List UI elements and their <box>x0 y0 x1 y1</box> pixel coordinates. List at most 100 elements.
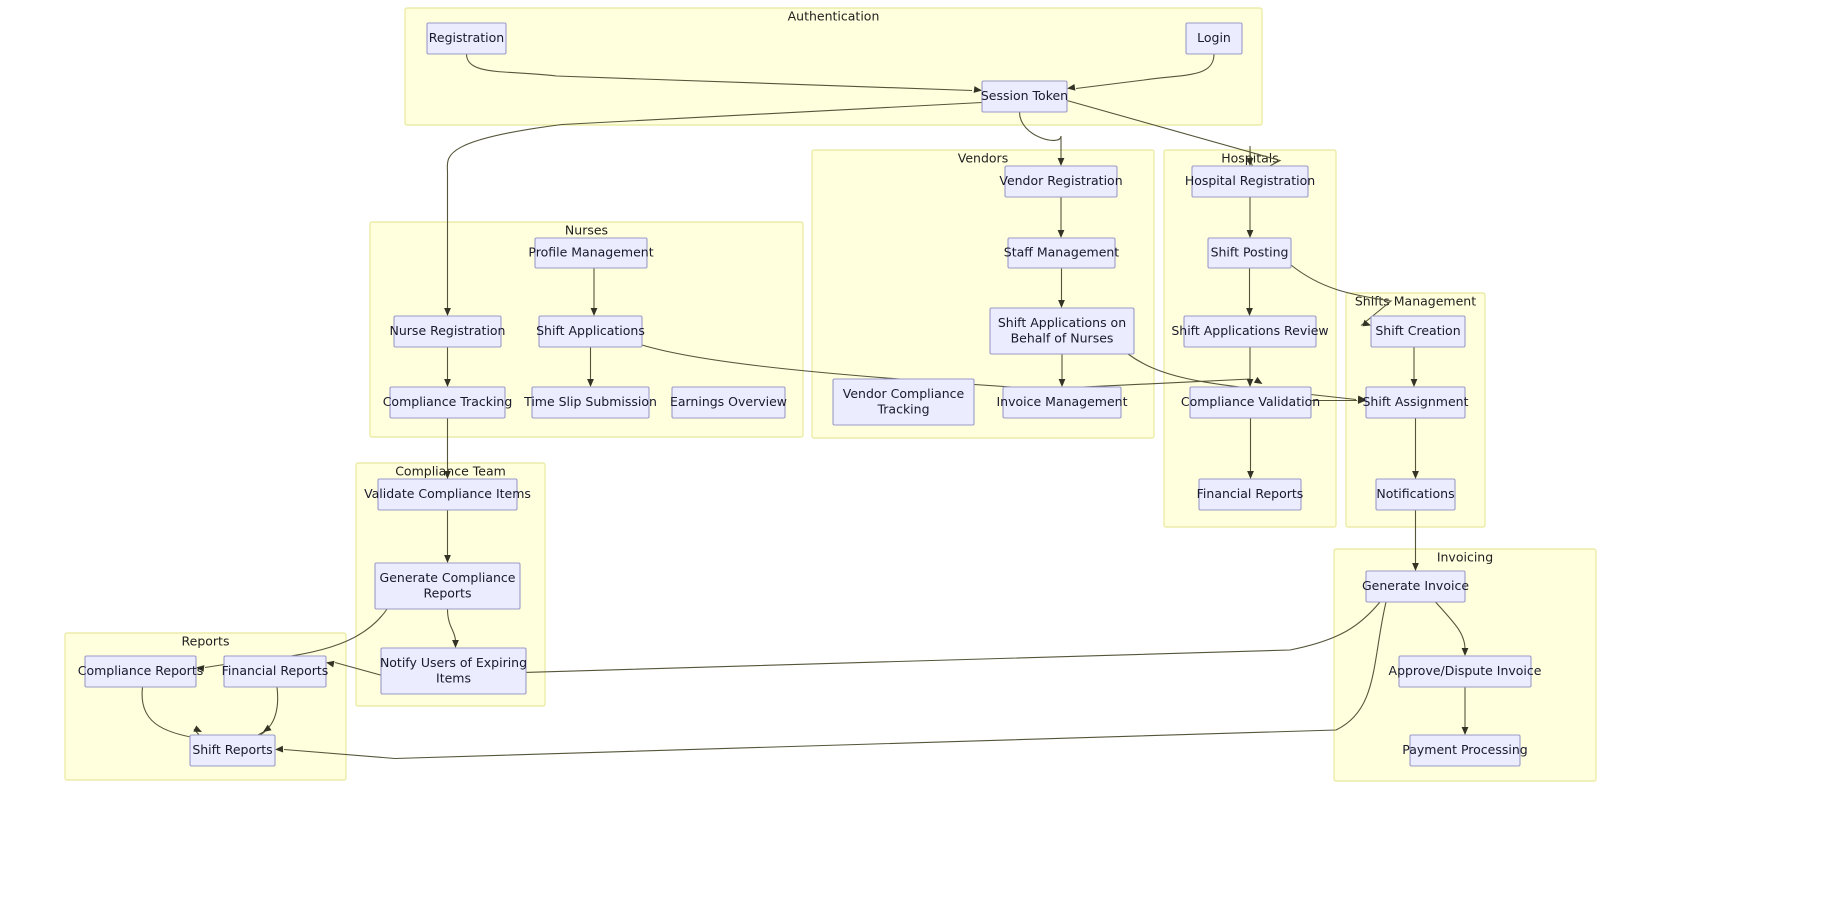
node-compliance_reports[interactable]: Compliance Reports <box>78 655 204 688</box>
node-label: Shift Assignment <box>1363 394 1469 409</box>
node-box[interactable] <box>380 647 527 695</box>
node-notifications[interactable]: Notifications <box>1375 478 1456 511</box>
node-label: Shift Creation <box>1375 323 1460 338</box>
node-box[interactable] <box>1004 165 1118 198</box>
edge-line <box>1290 264 1393 326</box>
edge-vendor_registration>staff_management <box>1057 197 1065 238</box>
node-label: Registration <box>429 30 504 45</box>
cluster-label: Reports <box>182 634 230 649</box>
node-box[interactable] <box>671 386 786 419</box>
node-label: Generate Compliance <box>380 570 516 585</box>
node-box[interactable] <box>534 237 648 269</box>
node-label: Login <box>1197 30 1231 45</box>
cluster-label: Invoicing <box>1437 550 1493 565</box>
node-box[interactable] <box>1185 22 1243 55</box>
node-approve_dispute_invoice[interactable]: Approve/Dispute Invoice <box>1389 655 1542 688</box>
node-box[interactable] <box>1191 165 1309 198</box>
edge-approve_dispute_invoice>payment_processing <box>1461 687 1469 735</box>
arrowhead <box>1412 563 1419 571</box>
node-box[interactable] <box>538 315 643 348</box>
cluster-label: Shifts Management <box>1355 294 1476 309</box>
edge-line <box>1075 53 1215 90</box>
node-shift_reports[interactable]: Shift Reports <box>189 734 276 767</box>
node-validate_compliance_items[interactable]: Validate Compliance Items <box>364 478 531 511</box>
node-hospital_registration[interactable]: Hospital Registration <box>1185 165 1315 198</box>
node-label: Behalf of Nurses <box>1011 330 1114 345</box>
edge-compliance_validation>shift_assignment <box>1311 397 1366 404</box>
node-login[interactable]: Login <box>1185 22 1243 55</box>
node-box[interactable] <box>1375 478 1456 511</box>
edge-line <box>446 608 457 642</box>
node-earnings_overview[interactable]: Earnings Overview <box>670 386 787 419</box>
edge-line <box>283 601 1387 760</box>
node-box[interactable] <box>1207 237 1292 269</box>
node-vendor_registration[interactable]: Vendor Registration <box>999 165 1123 198</box>
node-box[interactable] <box>981 80 1068 113</box>
arrowhead <box>1058 379 1066 387</box>
arrowhead <box>196 665 205 672</box>
node-box[interactable] <box>1002 386 1122 419</box>
node-box[interactable] <box>1007 237 1116 269</box>
node-box[interactable] <box>426 22 507 55</box>
node-shift_posting[interactable]: Shift Posting <box>1207 237 1292 269</box>
arrowhead <box>1246 308 1253 316</box>
node-nurse_registration[interactable]: Nurse Registration <box>390 315 506 348</box>
node-financial_reports_r[interactable]: Financial Reports <box>222 655 329 688</box>
node-box[interactable] <box>374 562 521 610</box>
edge-shift_applications_behalf>invoice_management <box>1058 354 1066 387</box>
node-box[interactable] <box>189 734 276 767</box>
node-time_slip_submission[interactable]: Time Slip Submission <box>523 386 657 419</box>
arrowhead <box>1057 230 1065 238</box>
node-shift_applications[interactable]: Shift Applications <box>536 315 645 348</box>
arrowhead <box>1253 376 1263 384</box>
edge-hospital_registration>shift_posting <box>1246 197 1254 238</box>
edge-shift_applications_review>compliance_validation <box>1246 347 1254 387</box>
node-compliance_validation[interactable]: Compliance Validation <box>1181 386 1320 419</box>
edge-line <box>1435 601 1466 650</box>
arrowhead <box>1246 158 1254 166</box>
arrowhead <box>1461 648 1469 656</box>
node-box[interactable] <box>377 478 518 511</box>
node-box[interactable] <box>832 378 975 426</box>
arrowhead <box>1362 319 1371 327</box>
cluster-box <box>404 7 1263 126</box>
node-box[interactable] <box>1365 570 1466 603</box>
arrowhead <box>444 379 451 387</box>
node-label: Generate Invoice <box>1362 578 1469 593</box>
node-generate_invoice[interactable]: Generate Invoice <box>1362 570 1469 603</box>
node-registration[interactable]: Registration <box>426 22 507 55</box>
node-shift_assignment[interactable]: Shift Assignment <box>1363 386 1469 419</box>
node-box[interactable] <box>1198 478 1302 511</box>
node-shift_creation[interactable]: Shift Creation <box>1370 315 1466 348</box>
node-label: Notify Users of Expiring <box>380 655 527 670</box>
node-invoice_management[interactable]: Invoice Management <box>996 386 1128 419</box>
node-compliance_tracking[interactable]: Compliance Tracking <box>383 386 513 419</box>
node-box[interactable] <box>1370 315 1466 348</box>
node-box[interactable] <box>84 655 197 688</box>
node-box[interactable] <box>1189 386 1312 419</box>
node-box[interactable] <box>989 307 1135 355</box>
node-label: Session Token <box>981 88 1068 103</box>
node-session_token[interactable]: Session Token <box>981 80 1068 113</box>
node-staff_management[interactable]: Staff Management <box>1004 237 1120 269</box>
node-box[interactable] <box>1398 655 1532 688</box>
node-box[interactable] <box>1365 386 1466 419</box>
node-box[interactable] <box>223 655 327 688</box>
node-box[interactable] <box>1183 315 1317 348</box>
arrowhead <box>275 745 284 753</box>
node-box[interactable] <box>1409 734 1521 767</box>
node-box[interactable] <box>531 386 650 419</box>
node-label: Shift Applications Review <box>1171 323 1328 338</box>
node-payment_processing[interactable]: Payment Processing <box>1402 734 1528 767</box>
node-financial_reports_h[interactable]: Financial Reports <box>1197 478 1304 511</box>
node-box[interactable] <box>393 315 502 348</box>
node-shift_applications_review[interactable]: Shift Applications Review <box>1171 315 1329 348</box>
node-label: Profile Management <box>528 245 653 260</box>
edge-session_token>vendor_registration <box>1018 111 1065 166</box>
node-profile_management[interactable]: Profile Management <box>528 237 654 269</box>
node-box[interactable] <box>389 386 506 419</box>
